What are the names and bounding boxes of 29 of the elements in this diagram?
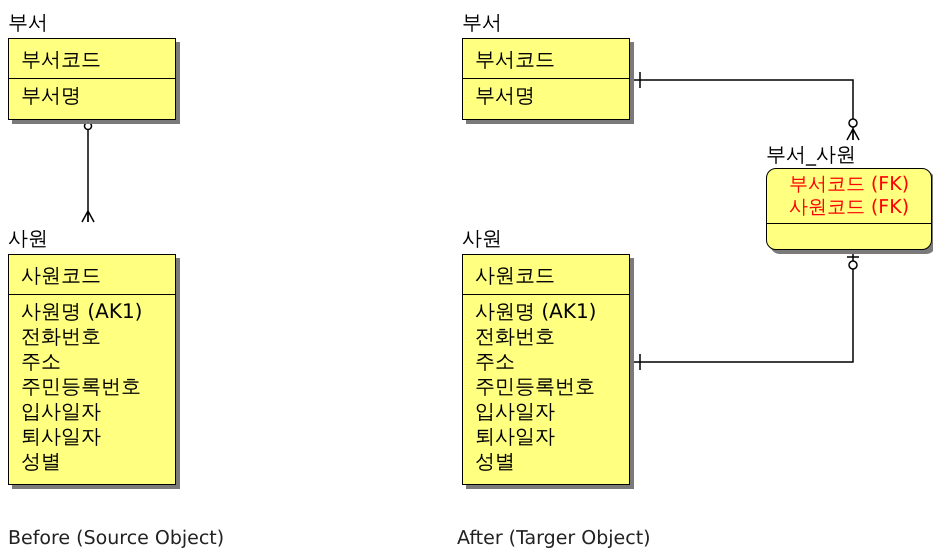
entity-name: 부서 xyxy=(462,9,502,36)
attribute: 전화번호 xyxy=(475,324,555,349)
attribute: 부서명 xyxy=(21,83,81,108)
attribute: 사원명 (AK1) xyxy=(475,299,596,324)
attribute: 주소 xyxy=(475,349,515,374)
primary-key-attribute: 부서코드 xyxy=(475,46,555,70)
attribute: 입사일자 xyxy=(475,399,555,424)
attribute: 주민등록번호 xyxy=(475,374,595,399)
attribute: 사원명 (AK1) xyxy=(21,299,142,324)
attribute: 성별 xyxy=(475,449,515,474)
entity-name: 부서 xyxy=(8,9,48,36)
attribute: 주소 xyxy=(21,349,61,374)
primary-key-attribute: 사원코드 xyxy=(21,262,101,286)
attribute: 주민등록번호 xyxy=(21,374,141,399)
attribute: 퇴사일자 xyxy=(21,424,101,449)
attribute: 부서명 xyxy=(475,83,535,108)
attribute: 입사일자 xyxy=(21,399,101,424)
entity-name: 부서_사원 xyxy=(766,141,856,168)
caption: Before (Source Object) xyxy=(8,526,224,550)
entity-name: 사원 xyxy=(8,225,48,252)
foreign-key-attribute: 부서코드 (FK) xyxy=(788,173,910,196)
entity-name: 사원 xyxy=(462,225,502,252)
attribute: 전화번호 xyxy=(21,324,101,349)
foreign-key-attribute: 사원코드 (FK) xyxy=(788,196,910,219)
caption: After (Targer Object) xyxy=(457,526,651,550)
attribute: 성별 xyxy=(21,449,61,474)
attribute: 퇴사일자 xyxy=(475,424,555,449)
primary-key-attribute: 부서코드 xyxy=(21,46,101,70)
primary-key-attribute: 사원코드 xyxy=(475,262,555,286)
